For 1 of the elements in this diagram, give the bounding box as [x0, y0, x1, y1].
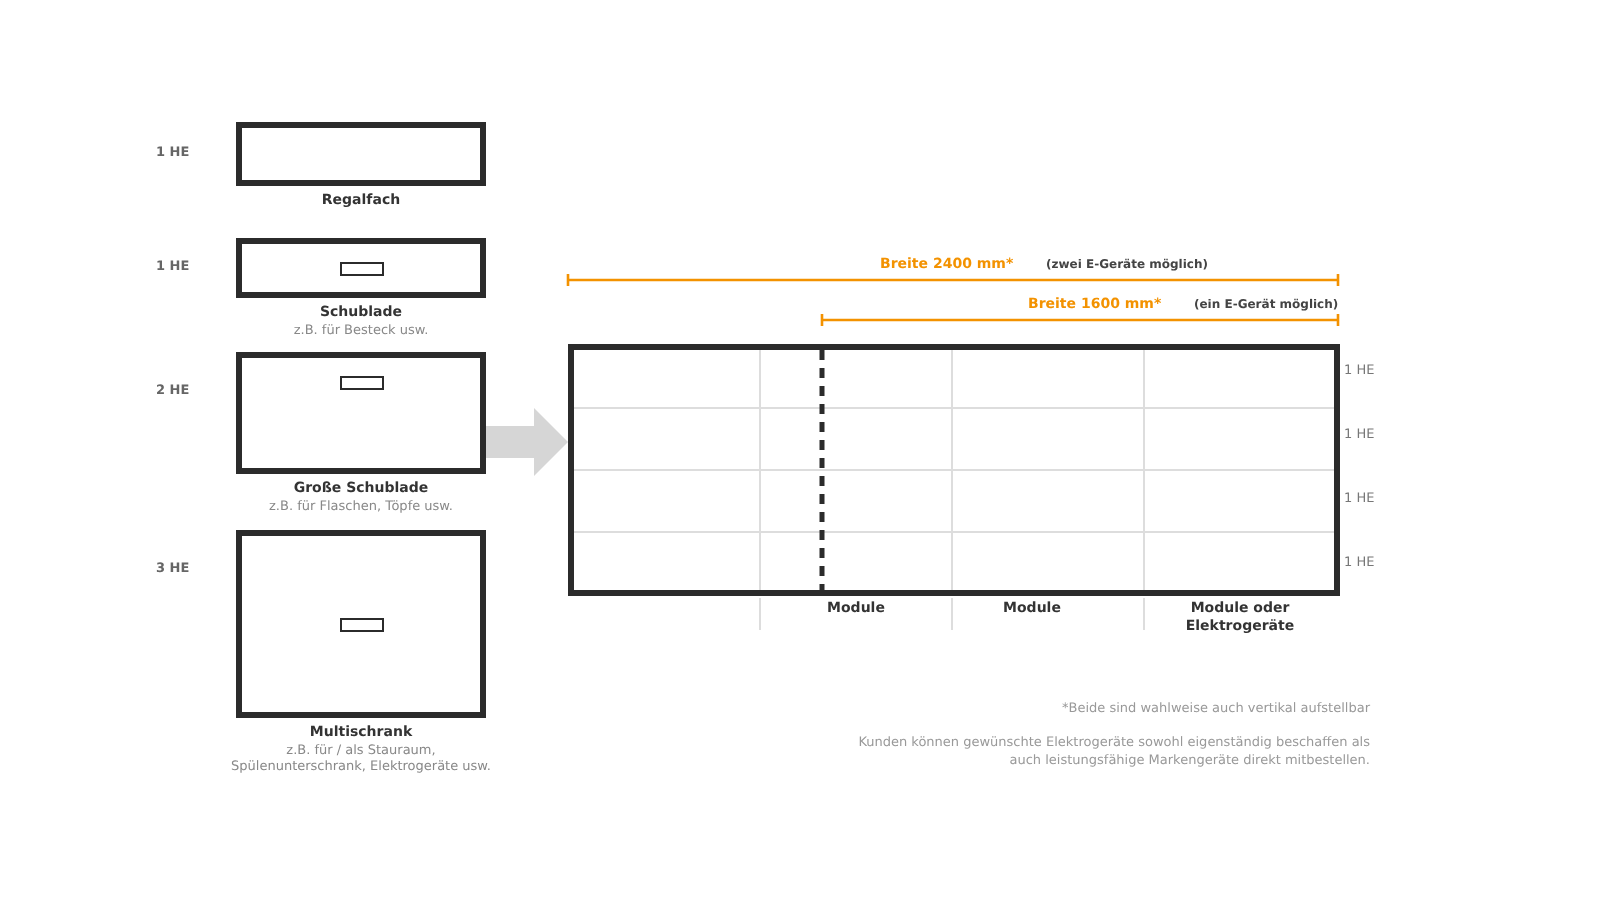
block-arrow	[486, 408, 568, 476]
